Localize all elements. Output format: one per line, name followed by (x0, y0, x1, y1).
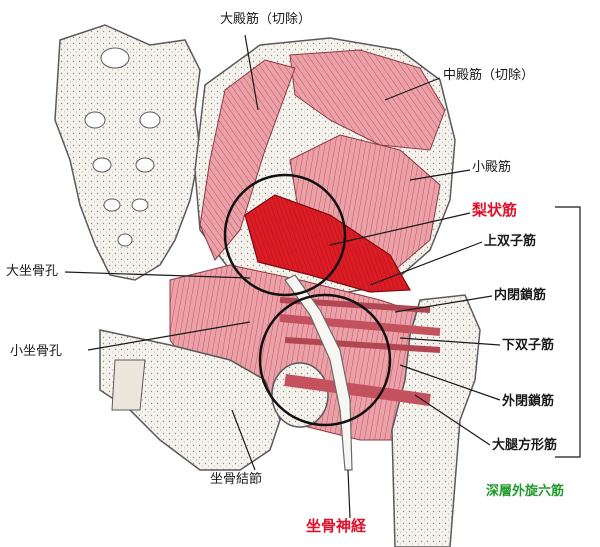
obturator-internus-band (279, 314, 441, 336)
femur-bone (391, 294, 481, 547)
label-quadratus-femoris: 大腿方形筋 (492, 438, 558, 453)
piriformis-muscle (244, 194, 412, 293)
label-sacrotuberous: 坐骨結節 (210, 472, 263, 487)
label-inferior-gemellus: 下双子筋 (502, 338, 555, 353)
label-piriformis: 梨状筋 (472, 201, 518, 219)
gluteus-medius-muscle (289, 49, 446, 151)
label-obturator-externus: 外閉鎖筋 (502, 394, 555, 409)
label-greater-sciatic-foramen: 大坐骨孔 (6, 264, 59, 279)
quadratus-femoris-band (284, 374, 431, 406)
label-lesser-sciatic-foramen: 小坐骨孔 (10, 344, 63, 359)
label-deep-six: 深層外旋六筋 (486, 484, 565, 499)
leader-lines (64, 34, 501, 519)
piriformis-highlight-circle (223, 173, 347, 297)
sciatic-nerve (284, 274, 353, 471)
deep-rotators-highlight-circle (258, 293, 392, 427)
deep-six-bracket (555, 206, 581, 458)
sacrum-bone (54, 24, 201, 281)
label-gluteus-medius: 中殿筋（切除） (443, 68, 535, 83)
inferior-gemellus-band (284, 337, 441, 353)
gluteus-maximus-muscle (199, 59, 296, 261)
label-obturator-internus: 内閉鎖筋 (494, 288, 547, 303)
label-sciatic-nerve: 坐骨神経 (306, 517, 367, 535)
label-gluteus-minimus: 小殿筋 (472, 160, 512, 175)
label-superior-gemellus: 上双子筋 (484, 234, 537, 249)
label-gluteus-maximus: 大殿筋（切除） (220, 12, 312, 27)
